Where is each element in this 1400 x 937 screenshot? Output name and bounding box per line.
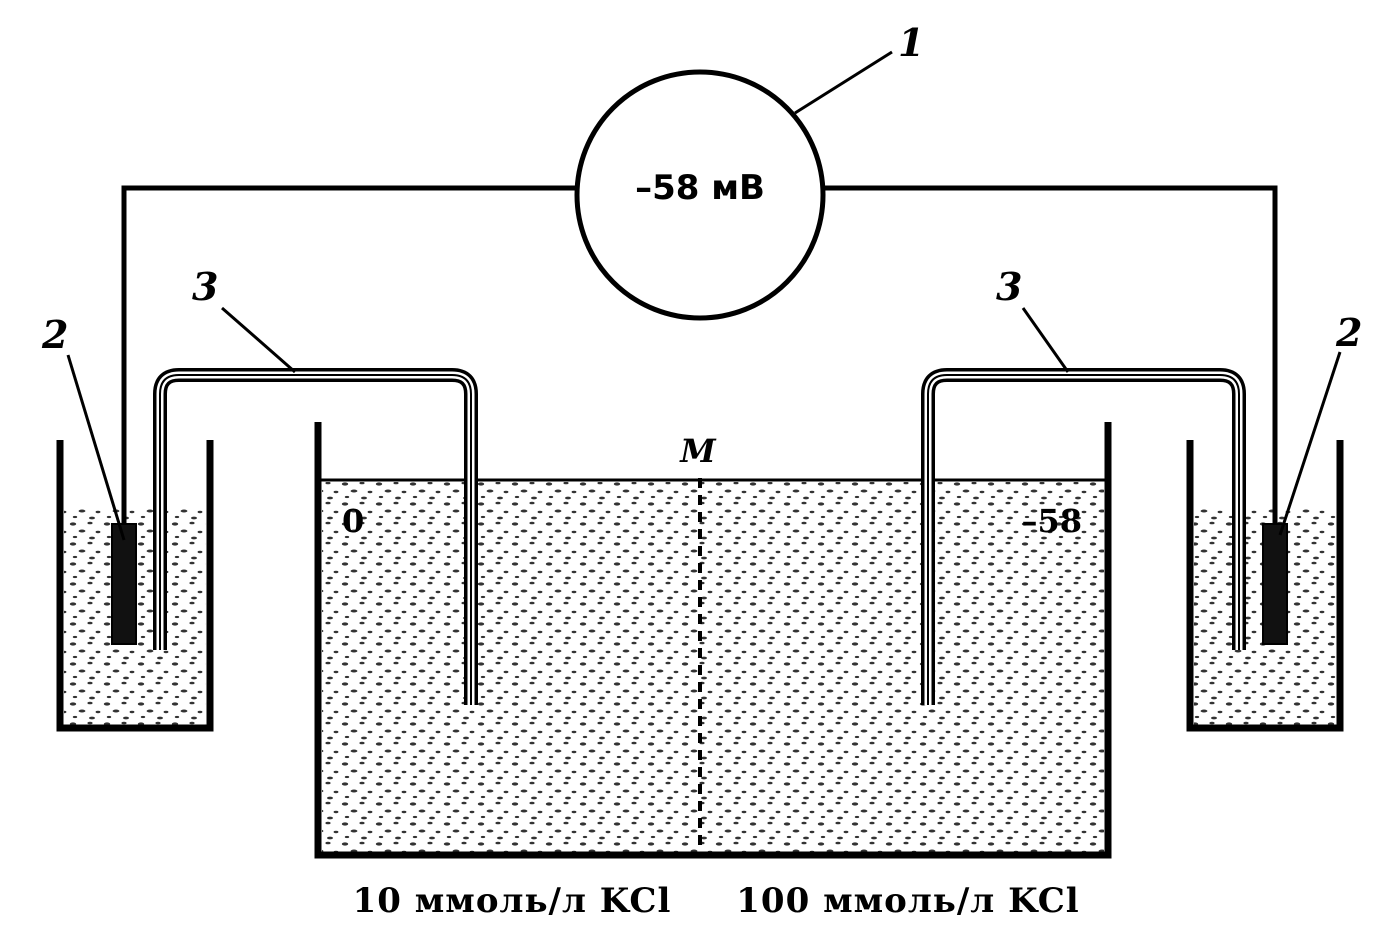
left-beaker: [56, 440, 214, 732]
membrane-label: M: [679, 432, 717, 470]
left-solution-label: 10 ммоль/л KCl: [353, 881, 672, 921]
right-electrode: [1262, 523, 1288, 645]
right-salt-bridge: [921, 368, 1246, 705]
voltmeter-reading: –58 мВ: [635, 168, 765, 208]
left-electrode-leader-line: [66, 354, 126, 541]
right-solution-label: 100 ммоль/л KCl: [736, 881, 1079, 921]
left-salt-bridge-number-label: 3: [192, 264, 218, 309]
left-electrode: [111, 523, 137, 645]
left-electrode-number-label: 2: [41, 312, 68, 357]
main-vessel: [314, 422, 1112, 859]
voltmeter-leader-line: [794, 50, 893, 115]
right-beaker: [1186, 440, 1344, 732]
left-potential-label: 0: [342, 502, 364, 540]
left-bridge-leader-line: [221, 306, 296, 374]
right-wire: [822, 185, 1278, 530]
right-electrode-number-label: 2: [1335, 310, 1362, 355]
right-bridge-leader-line: [1021, 307, 1070, 373]
left-wire: [121, 185, 578, 530]
right-potential-label: –58: [1021, 502, 1082, 540]
left-salt-bridge: [153, 368, 478, 705]
main-vessel-solution: [322, 482, 1104, 852]
voltmeter: [574, 69, 826, 321]
right-salt-bridge-number-label: 3: [996, 264, 1022, 309]
right-electrode-leader-line: [1278, 351, 1342, 536]
voltmeter-number-label: 1: [898, 20, 924, 65]
